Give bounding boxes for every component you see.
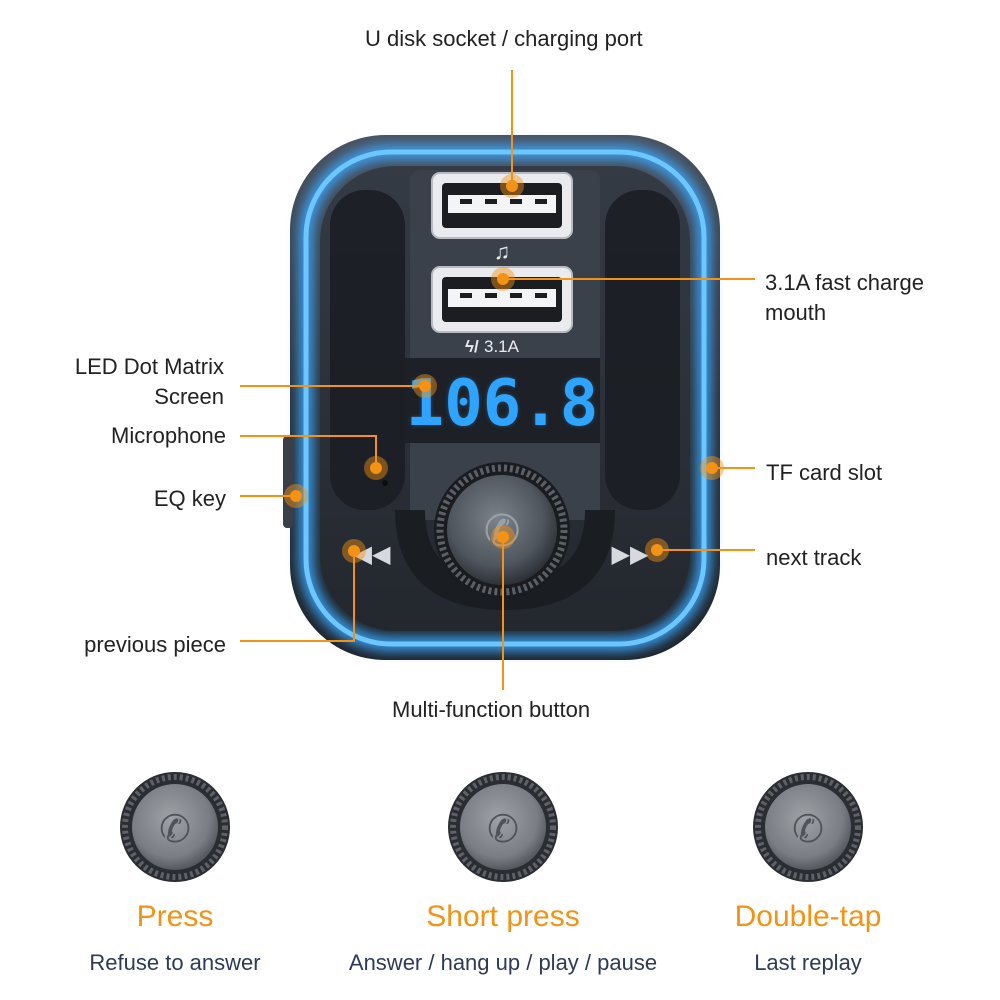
callout-led-line2: Screen: [154, 384, 224, 409]
callout-line-microphone: [240, 435, 377, 468]
callout-dot-microphone: [364, 456, 388, 480]
usb-port-u-disk[interactable]: [431, 172, 573, 239]
callout-u-disk: U disk socket / charging port: [365, 26, 643, 51]
led-display-value: 106.8: [406, 367, 599, 441]
eq-key[interactable]: [283, 436, 293, 528]
callout-dot-led: [413, 374, 437, 398]
phone-icon: ✆: [792, 809, 824, 851]
usb-port-fast-charge[interactable]: [431, 266, 573, 333]
callout-dots: [284, 174, 724, 563]
mode-desc-press: Refuse to answer: [89, 950, 261, 975]
led-display-glow: 106.8: [406, 367, 599, 441]
callout-dot-u-disk: [500, 174, 524, 198]
charge-badge: 3.1A: [484, 337, 520, 356]
callout-dot-eq: [284, 484, 308, 508]
left-grip: [330, 190, 405, 510]
mode-knob-double-tap: ✆: [753, 772, 863, 882]
car-charger-device: ♫ ϟ/ 3.1A 106.8 106.8 ✆ ◀◀ ▶▶: [283, 135, 720, 660]
callout-dot-previous: [342, 539, 366, 563]
callout-lines: [240, 70, 755, 690]
mode-title-press: Press: [136, 900, 214, 933]
callout-dot-fast-charge: [491, 267, 515, 291]
callout-fast-charge-line1: 3.1A fast charge: [765, 270, 924, 295]
mode-title-short-press: Short press: [426, 900, 580, 933]
mode-desc-short-press: Answer / hang up / play / pause: [348, 950, 658, 975]
callout-dot-tf: [700, 456, 724, 480]
mode-title-double-tap: Double-tap: [734, 900, 882, 933]
right-grip: [605, 190, 680, 510]
previous-track-icon[interactable]: ◀◀: [354, 541, 391, 568]
callout-next-track: next track: [766, 545, 862, 570]
callout-eq-key: EQ key: [153, 486, 226, 511]
phone-icon: ✆: [159, 809, 191, 851]
callout-led-line1: LED Dot Matrix: [74, 354, 224, 379]
microphone-hole: [382, 480, 388, 486]
mode-knob-press: ✆: [120, 772, 230, 882]
mode-knob-short-press: ✆: [448, 772, 558, 882]
callout-previous-piece: previous piece: [84, 632, 226, 657]
callout-line-previous: [240, 551, 355, 642]
music-note-icon: ♫: [494, 239, 511, 264]
phone-icon: ✆: [487, 809, 519, 851]
lightning-icon: ϟ/: [465, 337, 479, 356]
callout-dot-next: [645, 538, 669, 562]
led-screen: [405, 358, 600, 443]
callout-microphone: Microphone: [111, 423, 226, 448]
callout-multi-function: Multi-function button: [392, 697, 591, 722]
callout-fast-charge-line2: mouth: [765, 300, 827, 325]
callout-tf-card: TF card slot: [766, 460, 883, 485]
callout-dot-multi: [491, 525, 515, 549]
blue-light-ring: [303, 149, 707, 647]
mode-desc-double-tap: Last replay: [754, 950, 862, 975]
next-track-icon[interactable]: ▶▶: [612, 541, 649, 568]
